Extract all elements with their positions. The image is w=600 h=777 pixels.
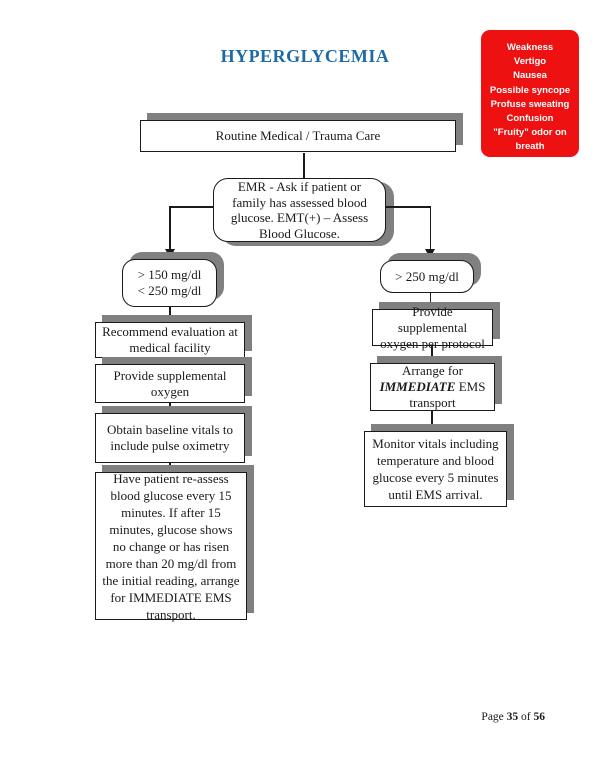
- flow-box-oxygen-protocol: Provide supplemental oxygen per protocol: [372, 304, 493, 351]
- symptom-line: Nausea: [513, 70, 547, 82]
- flow-box-emr-assess: EMR - Ask if patient or family has asses…: [213, 178, 386, 242]
- flow-box-label: Monitor vitals including temperature and…: [372, 436, 499, 502]
- flow-box-label: Have patient re-assess blood glucose eve…: [102, 470, 240, 622]
- footer-page-number: 35: [506, 711, 519, 723]
- symptom-line: Possible syncope: [489, 84, 571, 96]
- arrange-line-2: EMS transport: [409, 379, 486, 410]
- flow-box-arrange-ems: Arrange for IMMEDIATE EMS transport: [370, 363, 495, 411]
- page-title: HYPERGLYCEMIA: [220, 46, 390, 66]
- connector-branch-right-horizontal: [386, 206, 431, 208]
- connector-branch-left-vertical: [169, 206, 171, 249]
- arrowhead-right-decision: [425, 249, 435, 258]
- flow-box-label: Routine Medical / Trauma Care: [215, 128, 381, 143]
- flow-box-baseline-vitals: Obtain baseline vitals to include pulse …: [95, 413, 245, 463]
- connector-branch-right-vertical: [429, 206, 431, 249]
- flow-box-monitor-vitals: Monitor vitals including temperature and…: [364, 431, 507, 507]
- symptom-line: Confusion: [506, 113, 554, 125]
- symptoms-callout: Weakness Vertigo Nausea Possible syncope…: [481, 30, 579, 157]
- flow-box-recommend-evaluation: Recommend evaluation at medical facility: [95, 322, 245, 358]
- connector-left-1: [169, 307, 171, 322]
- connector-right-2: [431, 346, 433, 363]
- decision-line: < 250 mg/dl: [137, 283, 202, 298]
- decision-label: > 150 mg/dl < 250 mg/dl: [138, 267, 202, 299]
- flow-box-label: Arrange for IMMEDIATE EMS transport: [377, 363, 488, 411]
- connector-routine-emr: [303, 153, 305, 178]
- arrange-emphasis: IMMEDIATE: [379, 379, 456, 394]
- arrange-line-1: Arrange for: [402, 363, 463, 378]
- footer-page-word: Page: [481, 711, 504, 723]
- connector-right-1: [429, 293, 431, 309]
- connector-left-2: [169, 358, 171, 364]
- connector-right-3: [431, 411, 433, 431]
- footer-of-word: of: [521, 711, 531, 723]
- decision-box-over-250: > 250 mg/dl: [380, 260, 474, 293]
- footer-total-pages: 56: [533, 711, 546, 723]
- symptom-line: Profuse sweating: [490, 98, 570, 110]
- symptom-line: "Fruity" odor on breath: [493, 127, 567, 153]
- connector-left-4: [169, 463, 171, 472]
- flow-box-reassess-glucose: Have patient re-assess blood glucose eve…: [95, 470, 247, 622]
- decision-label: > 250 mg/dl: [395, 268, 459, 284]
- flow-box-provide-oxygen: Provide supplemental oxygen: [95, 364, 245, 403]
- connector-left-3: [169, 403, 171, 413]
- flow-box-routine-care: Routine Medical / Trauma Care: [140, 120, 456, 152]
- flow-box-label: Provide supplemental oxygen per protocol: [380, 303, 485, 351]
- symptom-line: Vertigo: [513, 56, 547, 68]
- flow-box-label: Recommend evaluation at medical facility: [102, 324, 238, 355]
- connector-branch-left-horizontal: [169, 206, 213, 208]
- page-footer: Page 35 of 56: [481, 711, 545, 723]
- decision-box-150-250: > 150 mg/dl < 250 mg/dl: [122, 259, 217, 307]
- flow-box-label: Obtain baseline vitals to include pulse …: [106, 422, 233, 453]
- decision-line: > 150 mg/dl: [137, 267, 202, 282]
- arrowhead-left-decision: [165, 249, 175, 258]
- flow-box-label: Provide supplemental oxygen: [113, 367, 227, 399]
- flow-box-label: EMR - Ask if patient or family has asses…: [230, 179, 369, 241]
- symptom-line: Weakness: [506, 42, 554, 53]
